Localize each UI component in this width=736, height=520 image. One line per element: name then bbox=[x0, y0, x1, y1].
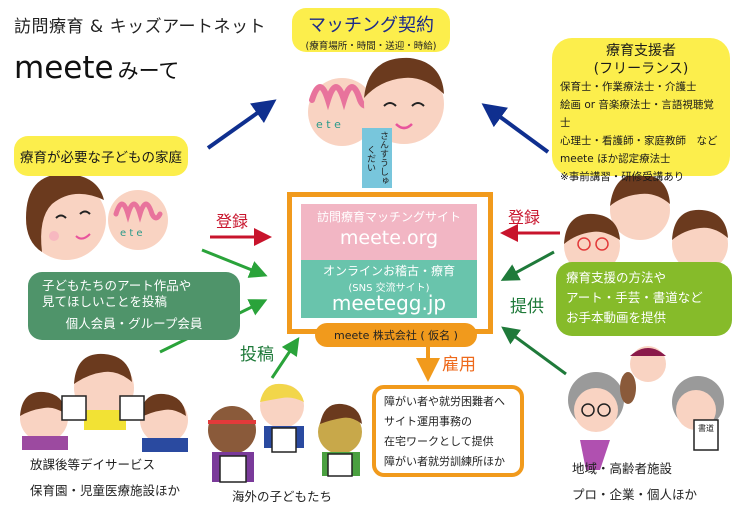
supporters-illustration bbox=[564, 173, 728, 274]
provide-label: 提供 bbox=[510, 297, 544, 317]
supporter-line: ※事前講習・研修受講あり bbox=[560, 171, 685, 183]
afterschool-caption: 放課後等デイサービス 保育園・児童医療施設ほか bbox=[30, 452, 180, 504]
meete-ball-illustration: e t e bbox=[308, 78, 376, 146]
site-meetegg-jp[interactable]: オンラインお稽古・療育 (SNS 交流サイト) meetegg.jp bbox=[301, 260, 477, 318]
employ-line: サイト運用事務の bbox=[384, 415, 472, 428]
supporter-title: 療育支援者 bbox=[606, 43, 676, 59]
offer-line: アート・手芸・書道など bbox=[566, 290, 703, 305]
brand-kana: みーて bbox=[117, 59, 180, 83]
register-right-label: 登録 bbox=[508, 208, 541, 227]
family-post-line: 子どもたちのアート作品や bbox=[42, 278, 192, 293]
family-members: 個人会員・グループ会員 bbox=[65, 316, 203, 331]
brand-subtitle: 訪問療育 & キッズアートネット bbox=[14, 17, 267, 37]
site-meete-org[interactable]: 訪問療育マッチングサイト meete.org bbox=[301, 204, 477, 260]
supporter-line: 心理士・看護師・家庭教師 など bbox=[560, 135, 718, 147]
site2-sub: (SNS 交流サイト) bbox=[348, 283, 430, 294]
mother-illustration bbox=[26, 173, 106, 260]
svg-text:e t e: e t e bbox=[316, 118, 341, 131]
arrow-provide-1 bbox=[500, 250, 555, 281]
offer-line: お手本動画を提供 bbox=[566, 310, 667, 325]
matching-contract-box: マッチング契約 (療育場所・時間・送迎・時給) bbox=[292, 8, 450, 52]
supporter-offer-box: 療育支援の方法や アート・手芸・書道など お手本動画を提供 bbox=[556, 262, 732, 336]
afterschool-line: 保育園・児童医療施設ほか bbox=[30, 483, 181, 498]
community-line: プロ・企業・個人ほか bbox=[572, 487, 698, 502]
site2-label: オンラインお稽古・療育 bbox=[322, 264, 455, 278]
employ-label: 雇用 bbox=[442, 355, 476, 375]
arrow-supporter-to-matching bbox=[481, 103, 550, 154]
brand-name: meete bbox=[14, 50, 114, 86]
company-badge: meete 株式会社 ( 仮名 ) bbox=[315, 323, 477, 347]
overseas-caption: 海外の子どもたち bbox=[232, 489, 333, 504]
meete-ball-left: e t e bbox=[108, 190, 168, 250]
offer-line: 療育支援の方法や bbox=[566, 270, 667, 285]
arrow-post-1 bbox=[201, 248, 268, 278]
supporter-line: 絵画 or 音楽療法士・言語視聴覚士 bbox=[560, 99, 714, 129]
svg-text:e t e: e t e bbox=[120, 228, 143, 239]
site1-label: 訪問療育マッチングサイト bbox=[316, 210, 461, 224]
arrow-provide-2 bbox=[501, 326, 567, 376]
boy-illustration-top bbox=[364, 57, 444, 144]
community-line: 地域・高齢者施設 bbox=[572, 461, 673, 476]
matching-title: マッチング契約 bbox=[308, 15, 434, 36]
employ-line: 在宅ワークとして提供 bbox=[384, 435, 494, 448]
family-post-box: 子どもたちのアート作品や 見てほしいことを投稿 個人会員・グループ会員 bbox=[28, 272, 240, 340]
kids-overseas-illustration bbox=[208, 383, 362, 483]
family-label: 療育が必要な子どもの家庭 bbox=[20, 150, 182, 166]
company-name: meete 株式会社 ( 仮名 ) bbox=[334, 329, 458, 342]
arrow-post-3 bbox=[270, 337, 300, 379]
site1-url[interactable]: meete.org bbox=[339, 227, 439, 249]
employment-box: 障がい者や就労困難者へ サイト運用事務の 在宅ワークとして提供 障がい者就労訓練… bbox=[372, 385, 524, 477]
family-label-box: 療育が必要な子どもの家庭 bbox=[14, 136, 188, 176]
site2-url[interactable]: meetegg.jp bbox=[331, 291, 447, 315]
afterschool-line: 放課後等デイサービス bbox=[30, 457, 156, 472]
calligraphy-sign: 書道 bbox=[698, 424, 714, 433]
supporter-box: 療育支援者 (フリーランス) 保育士・作業療法士・介護士 絵画 or 音楽療法士… bbox=[552, 38, 730, 183]
post-label: 投稿 bbox=[240, 345, 274, 365]
register-left-label: 登録 bbox=[216, 212, 249, 231]
family-post-line: 見てほしいことを投稿 bbox=[42, 294, 168, 309]
supporter-line: meete ほか認定療法士 bbox=[560, 153, 671, 165]
employ-line: 障がい者や就労困難者へ bbox=[384, 395, 505, 408]
employ-line: 障がい者就労訓練所ほか bbox=[384, 455, 505, 468]
seniors-illustration bbox=[568, 346, 724, 470]
homework-card: さんすうしゅくだい bbox=[362, 128, 392, 188]
supporter-line: 保育士・作業療法士・介護士 bbox=[560, 81, 697, 93]
arrow-family-to-matching bbox=[206, 99, 277, 150]
community-caption: 地域・高齢者施設 プロ・企業・個人ほか bbox=[572, 456, 697, 508]
kids-afterschool-illustration bbox=[20, 353, 188, 452]
supporter-subtitle: (フリーランス) bbox=[593, 61, 689, 77]
matching-detail: (療育場所・時間・送迎・時給) bbox=[305, 41, 437, 52]
